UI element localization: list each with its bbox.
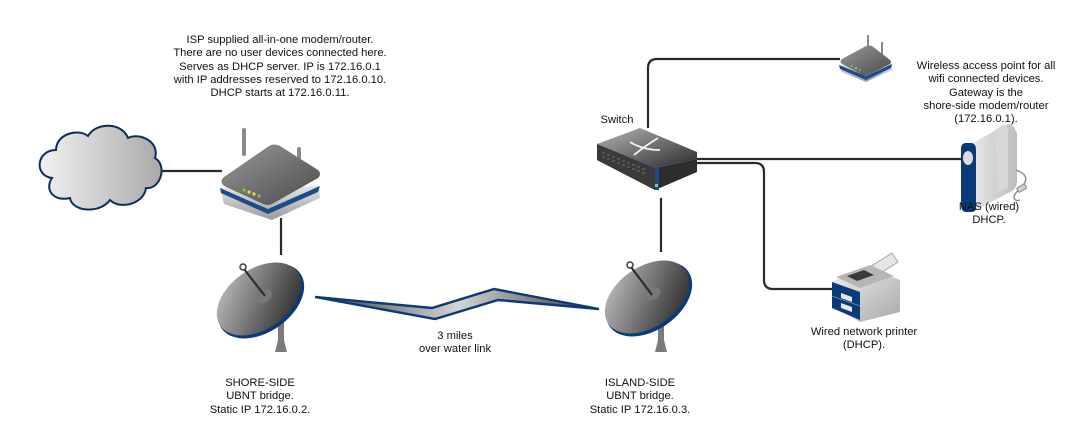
island-bridge-label: ISLAND-SIDE UBNT bridge. Static IP 172.1…: [589, 377, 691, 416]
shore-bridge-dish-icon: [216, 262, 305, 352]
wireless-link-label: 3 miles over water link: [418, 330, 492, 356]
nas-label: NAS (wired) DHCP.: [958, 201, 1020, 227]
links: [160, 57, 962, 291]
wireless-access-point-icon: [839, 35, 892, 82]
access-point-label: Wireless access point for all wifi conne…: [916, 60, 1056, 126]
network-switch-icon: [597, 128, 697, 190]
cloud-icon: [38, 124, 163, 211]
link-switch-access-point: [646, 57, 840, 128]
island-bridge-dish-icon: [604, 260, 693, 352]
link-switch-printer: [697, 161, 832, 291]
isp-router-icon: [220, 128, 320, 220]
printer-icon: [831, 252, 900, 322]
printer-label: Wired network printer (DHCP).: [810, 326, 918, 352]
nas-drive-icon: [961, 124, 1027, 212]
wireless-link-bolt: [314, 287, 600, 321]
shore-bridge-label: SHORE-SIDE UBNT bridge. Static IP 172.16…: [209, 377, 311, 416]
isp-router-label: ISP supplied all-in-one modem/router. Th…: [173, 34, 387, 100]
switch-label: Switch: [600, 114, 634, 126]
